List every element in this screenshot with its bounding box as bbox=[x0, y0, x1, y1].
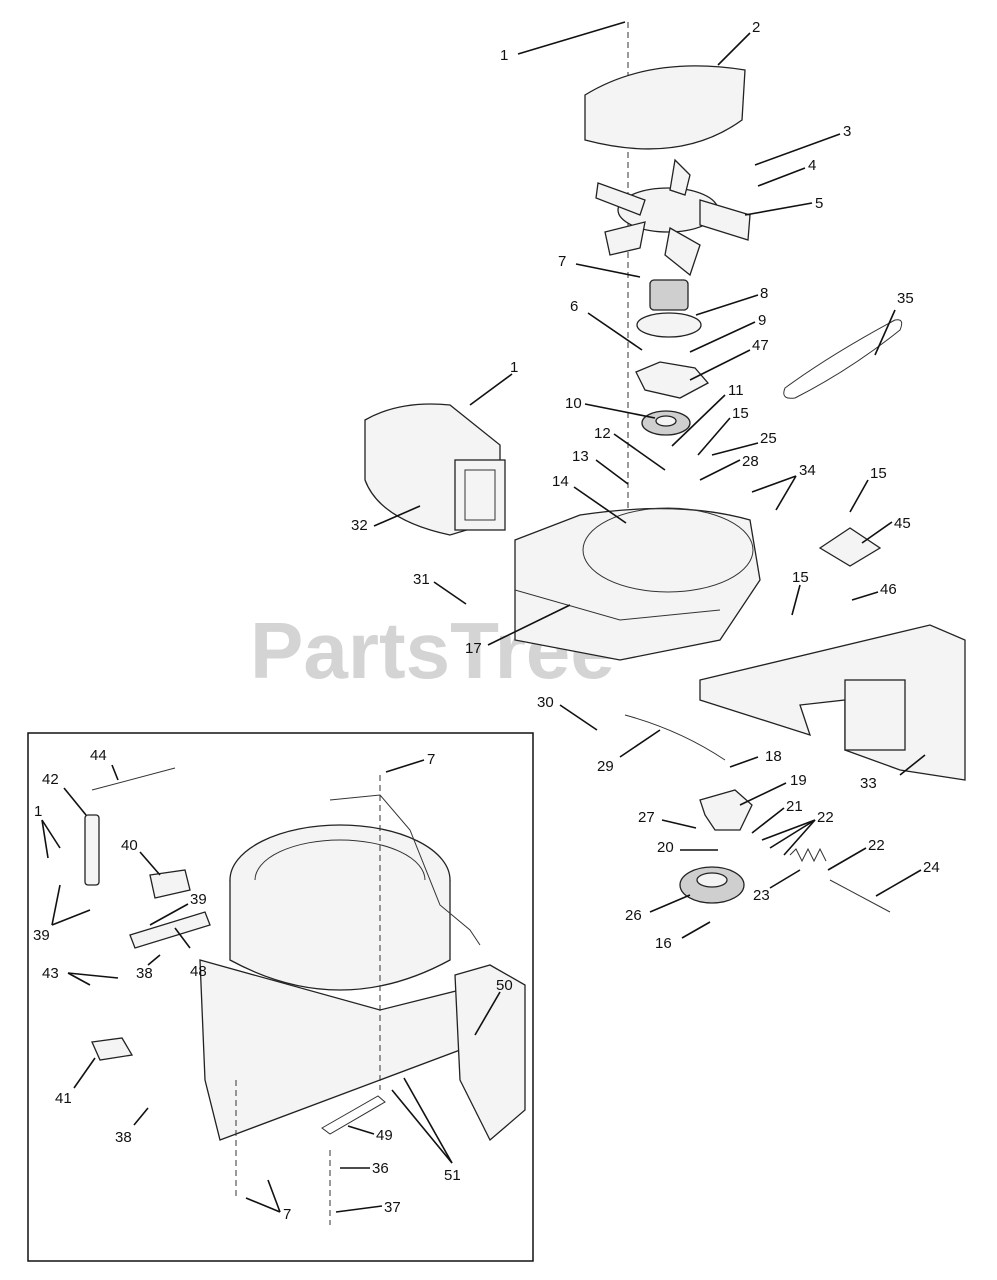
inset-mount-part bbox=[91, 1037, 134, 1061]
callout-20: 20 bbox=[657, 839, 674, 856]
callout-22b: 22 bbox=[868, 837, 885, 854]
inset-callout-37: 37 bbox=[384, 1199, 401, 1216]
inset-link-part bbox=[129, 911, 211, 949]
callout-47: 47 bbox=[752, 337, 769, 354]
inset-bracket-part bbox=[149, 869, 191, 899]
callout-24: 24 bbox=[923, 859, 940, 876]
callout-45: 45 bbox=[894, 515, 911, 532]
inset-callout-38b: 38 bbox=[115, 1129, 132, 1146]
inset-callout-40: 40 bbox=[121, 837, 138, 854]
callout-4: 4 bbox=[808, 157, 816, 174]
idler-pulley-part bbox=[679, 866, 745, 904]
inset-detail-box bbox=[27, 732, 534, 1262]
callout-11: 11 bbox=[728, 382, 744, 399]
inset-callout-38a: 38 bbox=[136, 965, 153, 982]
callout-9: 9 bbox=[758, 312, 766, 329]
pulley-bracket-part bbox=[699, 789, 753, 831]
inset-callout-50: 50 bbox=[496, 977, 513, 994]
inset-rod-part bbox=[91, 767, 176, 791]
callout-13: 13 bbox=[572, 448, 589, 465]
inset-callout-42: 42 bbox=[42, 771, 59, 788]
long-bolt-part bbox=[829, 879, 891, 913]
callout-14: 14 bbox=[552, 473, 569, 490]
control-rod-part bbox=[624, 714, 726, 761]
inset-callout-39a: 39 bbox=[33, 927, 50, 944]
callout-2: 2 bbox=[752, 19, 760, 36]
inset-callout-1: 1 bbox=[34, 803, 42, 820]
gasket-plate-part bbox=[635, 361, 710, 399]
tension-spring-part bbox=[789, 847, 827, 863]
callout-15a: 15 bbox=[732, 405, 749, 422]
inset-callout-48: 48 bbox=[190, 963, 207, 980]
callout-46: 46 bbox=[880, 581, 897, 598]
inset-callout-36: 36 bbox=[372, 1160, 389, 1177]
callout-35: 35 bbox=[897, 290, 914, 307]
callout-17: 17 bbox=[465, 640, 482, 657]
cover-plate-part bbox=[818, 527, 882, 567]
callout-16: 16 bbox=[655, 935, 672, 952]
inset-arm-part bbox=[321, 1095, 386, 1135]
callout-1: 1 bbox=[500, 47, 508, 64]
callout-25: 25 bbox=[760, 430, 777, 447]
blower-housing-part bbox=[514, 507, 761, 661]
callout-34: 34 bbox=[799, 462, 816, 479]
inset-callout-43: 43 bbox=[42, 965, 59, 982]
callout-27: 27 bbox=[638, 809, 655, 826]
inset-callout-39b: 39 bbox=[190, 891, 207, 908]
inset-callout-7b: 7 bbox=[283, 1206, 291, 1223]
callout-1b: 1 bbox=[510, 359, 518, 376]
spindle-hub-part bbox=[636, 279, 702, 338]
drive-belt-part bbox=[783, 319, 903, 399]
inset-callout-41: 41 bbox=[55, 1090, 72, 1107]
mount-frame-part bbox=[699, 624, 966, 781]
inset-lever-part bbox=[84, 814, 100, 886]
callout-32: 32 bbox=[351, 517, 368, 534]
callout-15b: 15 bbox=[870, 465, 887, 482]
callout-3: 3 bbox=[843, 123, 851, 140]
callout-19: 19 bbox=[790, 772, 807, 789]
inset-housing-part bbox=[199, 794, 526, 1142]
callout-12: 12 bbox=[594, 425, 611, 442]
callout-33: 33 bbox=[860, 775, 877, 792]
callout-5: 5 bbox=[815, 195, 823, 212]
discharge-chute-part bbox=[364, 403, 506, 536]
cover-disc-part bbox=[584, 65, 746, 150]
inset-callout-51: 51 bbox=[444, 1167, 461, 1184]
callout-8: 8 bbox=[760, 285, 768, 302]
callout-28: 28 bbox=[742, 453, 759, 470]
callout-15c: 15 bbox=[792, 569, 809, 586]
callout-10: 10 bbox=[565, 395, 582, 412]
callout-26: 26 bbox=[625, 907, 642, 924]
callout-23: 23 bbox=[753, 887, 770, 904]
callout-21: 21 bbox=[786, 798, 803, 815]
fan-impeller-part bbox=[595, 158, 751, 277]
inset-callout-49: 49 bbox=[376, 1127, 393, 1144]
callout-22a: 22 bbox=[817, 809, 834, 826]
callout-7: 7 bbox=[558, 253, 566, 270]
callout-29: 29 bbox=[597, 758, 614, 775]
callout-group: 1 2 3 4 5 7 8 6 9 35 47 1 10 11 15 25 12… bbox=[33, 19, 940, 1223]
callout-18: 18 bbox=[765, 748, 782, 765]
inset-callout-44: 44 bbox=[90, 747, 107, 764]
callout-31: 31 bbox=[413, 571, 430, 588]
callout-30: 30 bbox=[537, 694, 554, 711]
callout-6: 6 bbox=[570, 298, 578, 315]
inset-callout-7a: 7 bbox=[427, 751, 435, 768]
bearing-part bbox=[641, 410, 691, 436]
